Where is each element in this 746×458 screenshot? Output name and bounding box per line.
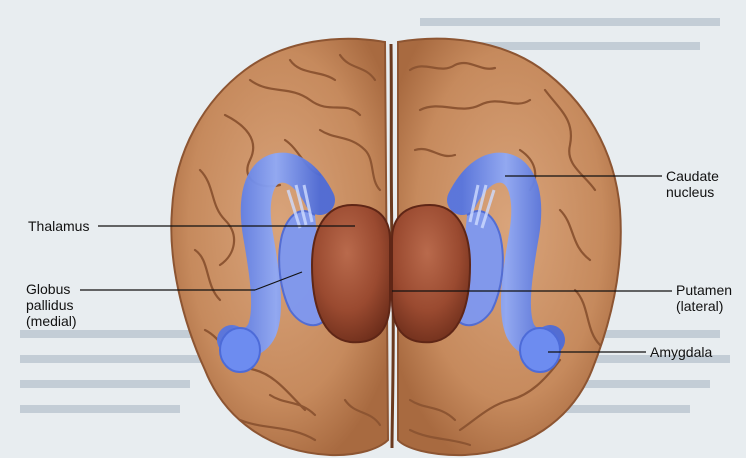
putamen-label-line1: Putamen <box>676 282 732 298</box>
thalamus-label-text: Thalamus <box>28 218 89 234</box>
caudate-nucleus-label-line1: Caudate <box>666 168 719 184</box>
globus-pallidus-label-line1: Globus <box>26 281 77 297</box>
thalamus-label: Thalamus <box>28 218 89 234</box>
amygdala-label-text: Amygdala <box>650 344 712 360</box>
left-amygdala <box>220 328 260 372</box>
globus-pallidus-label-line3: (medial) <box>26 313 77 329</box>
globus-pallidus-label: Globus pallidus (medial) <box>26 281 77 329</box>
caudate-nucleus-label: Caudate nucleus <box>666 168 719 200</box>
right-amygdala <box>520 328 560 372</box>
globus-pallidus-label-line2: pallidus <box>26 297 77 313</box>
putamen-label: Putamen (lateral) <box>676 282 732 314</box>
amygdala-label: Amygdala <box>650 344 712 360</box>
putamen-label-line2: (lateral) <box>676 298 732 314</box>
caudate-nucleus-label-line2: nucleus <box>666 184 719 200</box>
